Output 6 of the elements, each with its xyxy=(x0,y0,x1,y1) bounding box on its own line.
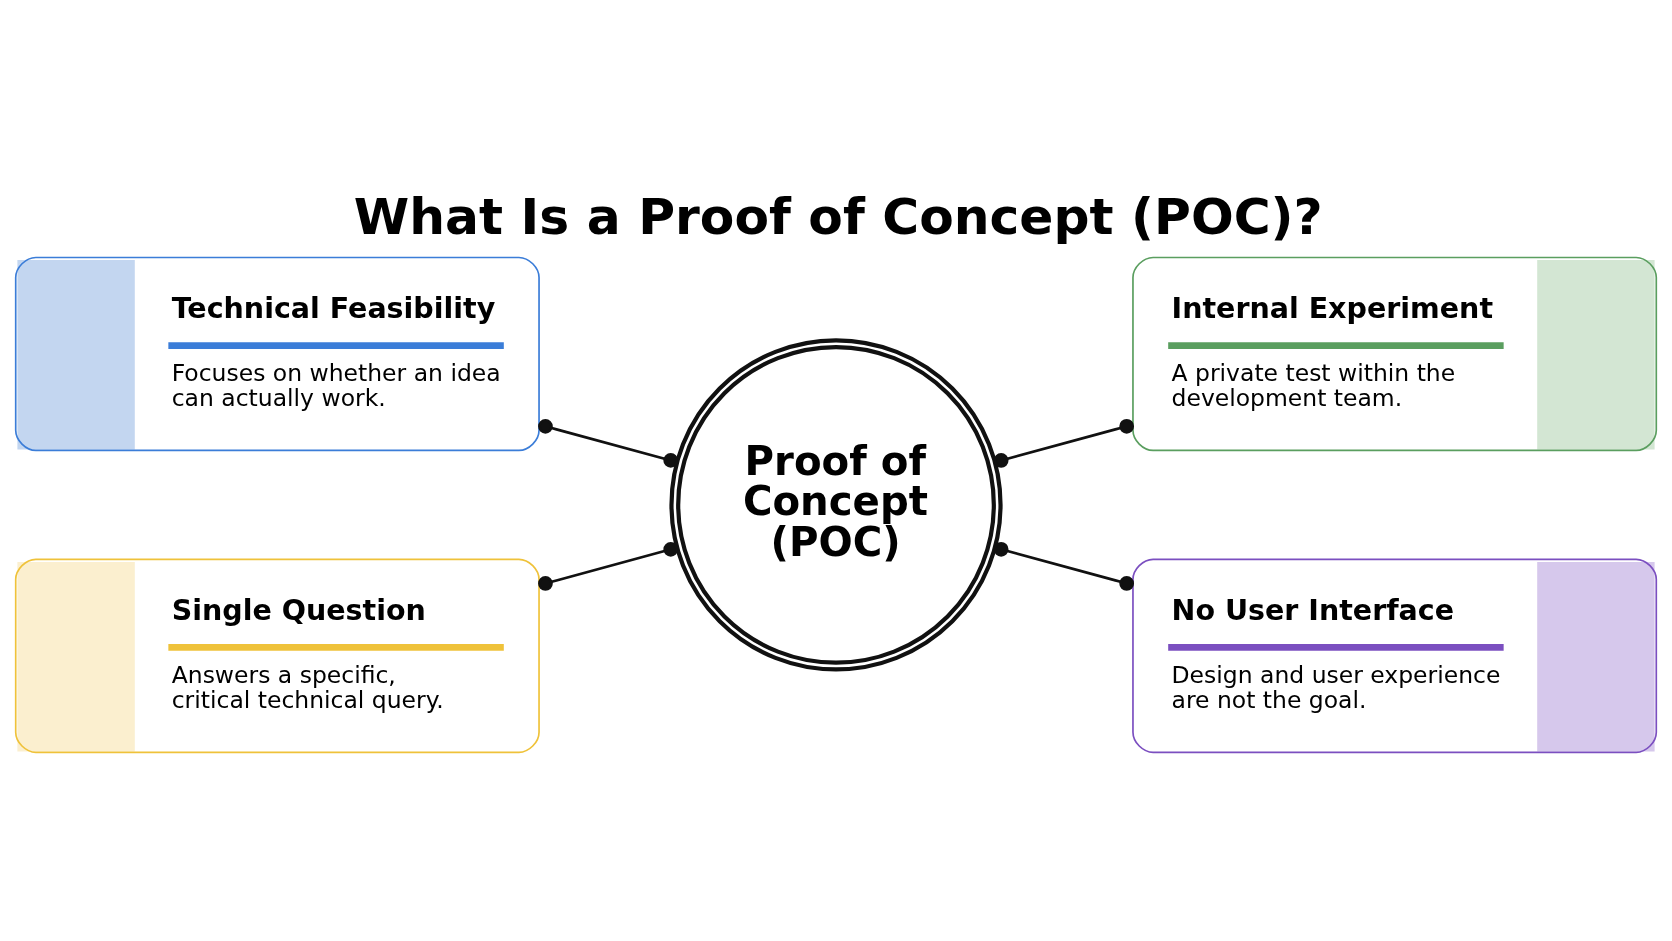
connector xyxy=(538,418,679,468)
diagram-title: What Is a Proof of Concept (POC)? xyxy=(353,187,1323,246)
connector xyxy=(993,541,1135,591)
node-circle: Proof of Concept (POC) xyxy=(669,338,1003,672)
connector xyxy=(538,542,679,591)
connector xyxy=(993,418,1135,468)
